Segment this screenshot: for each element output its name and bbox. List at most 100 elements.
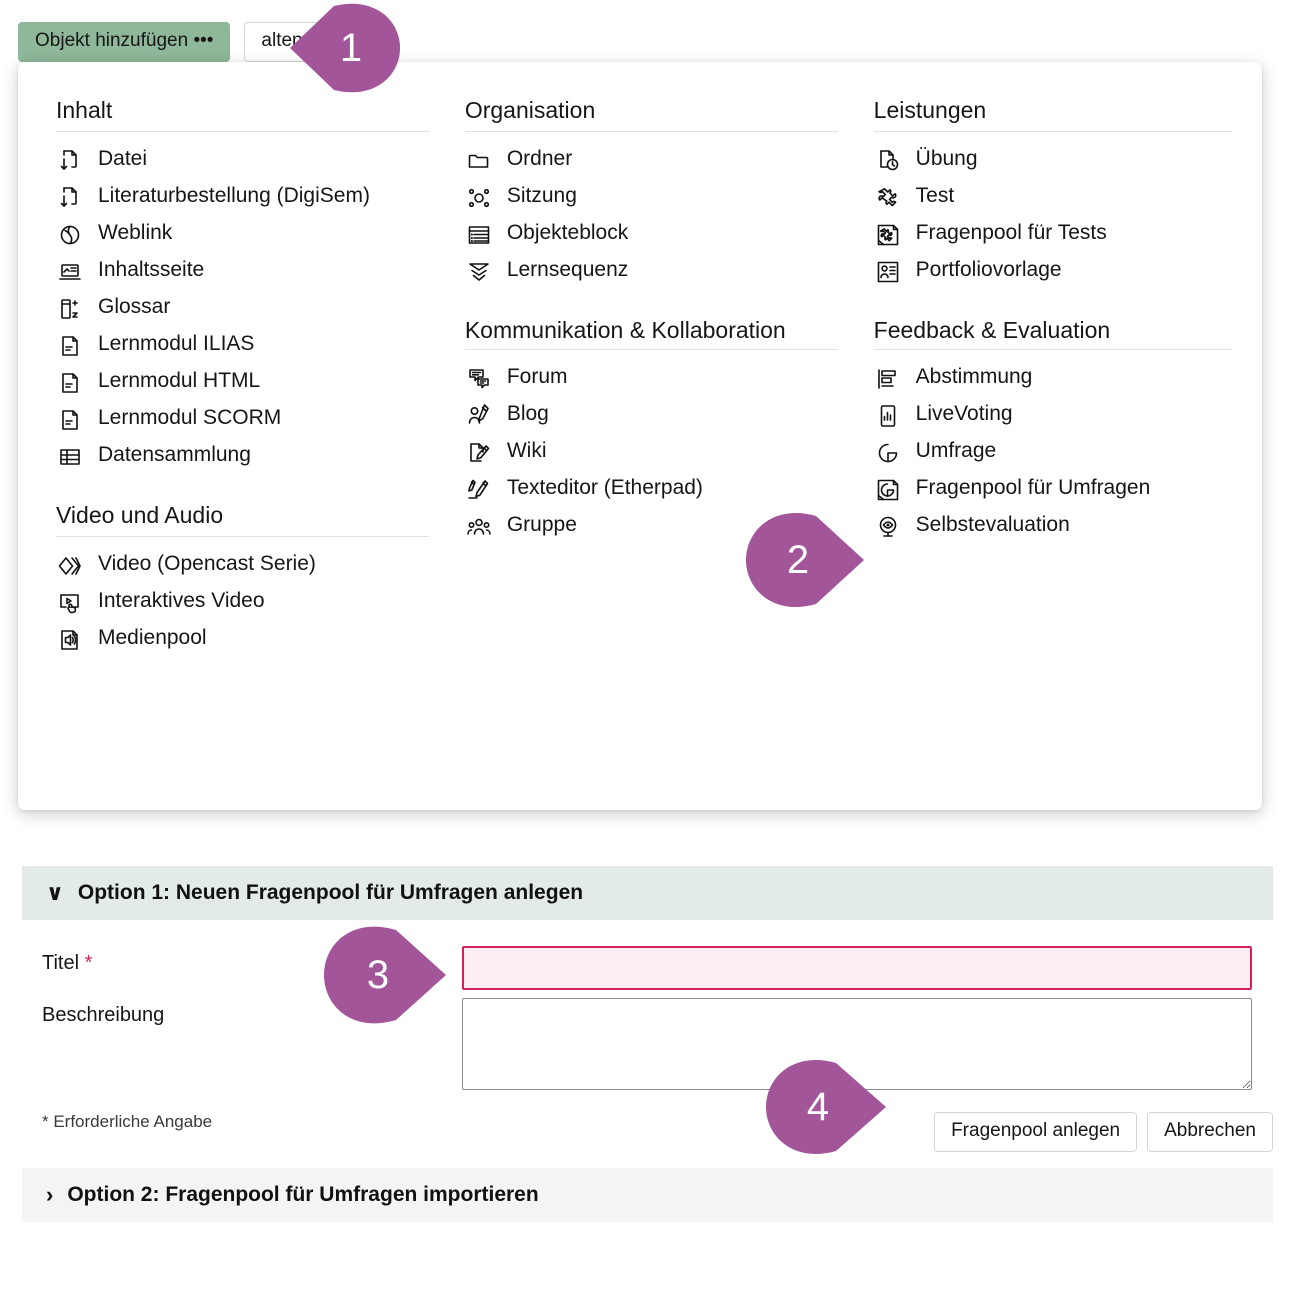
learning-module-icon xyxy=(56,332,84,360)
menu-item-fragenpool-für-umfragen[interactable]: Fragenpool für Umfragen xyxy=(862,471,1236,508)
menu-item-selbstevaluation[interactable]: Selbstevaluation xyxy=(862,508,1236,545)
menu-item-gruppe[interactable]: Gruppe xyxy=(453,508,862,545)
manage-content-button[interactable]: alten xyxy=(244,22,320,62)
test-question-pool-icon xyxy=(874,221,902,249)
menu-item-texteditor-etherpad[interactable]: Texteditor (Etherpad) xyxy=(453,471,862,508)
menu-item-label: Wiki xyxy=(506,438,547,462)
toolbar: Objekt hinzufügen ••• alten xyxy=(18,22,320,62)
title-input[interactable] xyxy=(462,946,1252,990)
menu-item-portfoliovorlage[interactable]: Portfoliovorlage xyxy=(862,253,1236,290)
option1-accordion-header[interactable]: ∨ Option 1: Neuen Fragenpool für Umfrage… xyxy=(22,866,1273,920)
menu-item-abstimmung[interactable]: Abstimmung xyxy=(862,360,1236,397)
menu-item-lernmodul-ilias[interactable]: Lernmodul ILIAS xyxy=(44,327,453,364)
survey-question-pool-icon xyxy=(874,476,902,504)
menu-item-label: Blog xyxy=(506,401,549,425)
menu-item-inhaltsseite[interactable]: Inhaltsseite xyxy=(44,253,453,290)
menu-item-lernsequenz[interactable]: Lernsequenz xyxy=(453,253,862,290)
group-title-video-und-audio: Video und Audio xyxy=(56,501,224,528)
menu-item-label: Lernmodul ILIAS xyxy=(98,331,255,355)
option1-form: Titel * Beschreibung * Erforderliche Ang… xyxy=(22,946,1273,1168)
survey-icon xyxy=(874,439,902,467)
menu-item-label: Sitzung xyxy=(506,183,577,207)
menu-item-livevoting[interactable]: LiveVoting xyxy=(862,397,1236,434)
menu-item-lernmodul-scorm[interactable]: Lernmodul SCORM xyxy=(44,401,453,438)
group-title-leistungen: Leistungen xyxy=(873,97,987,123)
option2-section: › Option 2: Fragenpool für Umfragen impo… xyxy=(22,1168,1273,1222)
menu-item-label: Datei xyxy=(98,146,148,170)
menu-item-lernmodul-html[interactable]: Lernmodul HTML xyxy=(44,364,453,401)
menu-item-label: Lernmodul HTML xyxy=(98,368,261,392)
menu-item-literaturbestellung-digisem[interactable]: Literaturbestellung (DigiSem) xyxy=(44,179,453,216)
forum-icon xyxy=(465,365,493,393)
menu-item-datei[interactable]: Datei xyxy=(44,142,453,179)
menu-item-glossar[interactable]: Glossar xyxy=(44,290,453,327)
menu-item-label: Glossar xyxy=(98,294,171,318)
livevoting-icon xyxy=(874,402,902,430)
menu-item-label: Ordner xyxy=(506,146,573,170)
menu-item-label: Inhaltsseite xyxy=(98,257,205,281)
menu-item-medienpool[interactable]: Medienpool xyxy=(44,621,453,658)
menu-item-label: Medienpool xyxy=(98,625,207,649)
menu-item-wiki[interactable]: Wiki xyxy=(453,434,862,471)
menu-item-umfrage[interactable]: Umfrage xyxy=(862,434,1236,471)
option2-accordion-header[interactable]: › Option 2: Fragenpool für Umfragen impo… xyxy=(22,1168,1273,1222)
menu-item-label: LiveVoting xyxy=(915,401,1013,425)
form-footer-row: * Erforderliche Angabe Fragenpool anlege… xyxy=(22,1112,1273,1168)
poll-icon xyxy=(874,365,902,393)
group-divider xyxy=(56,535,429,537)
menu-item-label: Übung xyxy=(915,146,978,170)
menu-item-forum[interactable]: Forum xyxy=(453,360,862,397)
blog-icon xyxy=(465,402,493,430)
chevron-right-icon: › xyxy=(46,1182,54,1207)
content-page-icon xyxy=(56,258,84,286)
add-object-button[interactable]: Objekt hinzufügen ••• xyxy=(18,22,231,62)
menu-item-weblink[interactable]: Weblink xyxy=(44,216,453,253)
option1-title: Option 1: Neuen Fragenpool für Umfragen … xyxy=(77,881,584,904)
menu-item-objekteblock[interactable]: Objekteblock xyxy=(453,216,862,253)
menu-item-test[interactable]: Test xyxy=(862,179,1236,216)
title-label: Titel * xyxy=(42,952,93,974)
file-download-icon xyxy=(56,184,84,212)
exercise-icon xyxy=(874,147,902,175)
menu-item-blog[interactable]: Blog xyxy=(453,397,862,434)
menu-item-label: Test xyxy=(915,183,955,207)
interactive-video-icon xyxy=(56,589,84,617)
menu-item-ordner[interactable]: Ordner xyxy=(453,142,862,179)
cancel-button[interactable]: Abbrechen xyxy=(1147,1112,1273,1152)
menu-item-datensammlung[interactable]: Datensammlung xyxy=(44,438,453,475)
menu-item-label: Umfrage xyxy=(915,438,997,462)
etherpad-icon xyxy=(465,476,493,504)
menu-item-label: Texteditor (Etherpad) xyxy=(506,475,703,499)
file-download-icon xyxy=(56,147,84,175)
menu-item-übung[interactable]: Übung xyxy=(862,142,1236,179)
wiki-icon xyxy=(465,439,493,467)
title-field-row: Titel * xyxy=(22,946,1273,990)
learning-sequence-icon xyxy=(465,258,493,286)
option2-title: Option 2: Fragenpool für Umfragen import… xyxy=(67,1183,539,1206)
menu-item-video-opencast-serie[interactable]: Video (Opencast Serie) xyxy=(44,547,453,584)
media-pool-icon xyxy=(56,626,84,654)
description-textarea[interactable] xyxy=(462,998,1252,1090)
menu-item-label: Fragenpool für Umfragen xyxy=(915,475,1151,499)
group-divider xyxy=(464,130,838,132)
create-question-pool-button[interactable]: Fragenpool anlegen xyxy=(934,1112,1138,1152)
learning-module-icon xyxy=(56,369,84,397)
session-icon xyxy=(465,184,493,212)
required-note: * Erforderliche Angabe xyxy=(42,1112,213,1131)
menu-item-label: Fragenpool für Tests xyxy=(915,220,1107,244)
menu-item-label: Lernmodul SCORM xyxy=(98,405,282,429)
form-actions: Fragenpool anlegen Abbrechen xyxy=(934,1112,1273,1152)
menu-item-label: Gruppe xyxy=(506,512,577,536)
menu-item-interaktives-video[interactable]: Interaktives Video xyxy=(44,584,453,621)
menu-item-fragenpool-für-tests[interactable]: Fragenpool für Tests xyxy=(862,216,1236,253)
menu-item-sitzung[interactable]: Sitzung xyxy=(453,179,862,216)
menu-item-label: Literaturbestellung (DigiSem) xyxy=(98,183,370,207)
table-icon xyxy=(56,443,84,471)
menu-item-label: Interaktives Video xyxy=(98,588,265,612)
object-block-icon xyxy=(465,221,493,249)
